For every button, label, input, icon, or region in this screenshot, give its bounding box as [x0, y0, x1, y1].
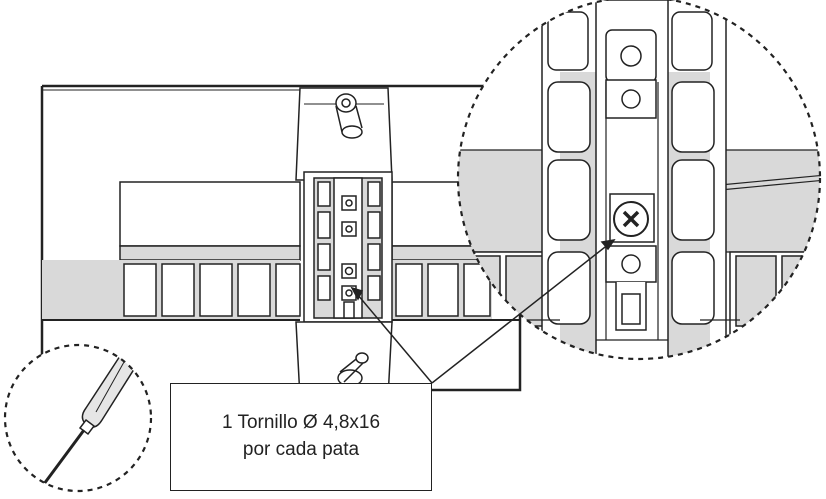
callout-pointer-lines [350, 238, 616, 384]
screwdriver-icon [3, 343, 153, 493]
callout-line-1: 1 Tornillo Ø 4,8x16 [221, 412, 381, 434]
furniture-main-view [40, 84, 522, 399]
screw-callout-label: 1 Tornillo Ø 4,8x16 por cada pata [170, 383, 432, 491]
zoom-detail-view [456, 0, 822, 361]
callout-line-2: por cada pata [242, 439, 360, 460]
